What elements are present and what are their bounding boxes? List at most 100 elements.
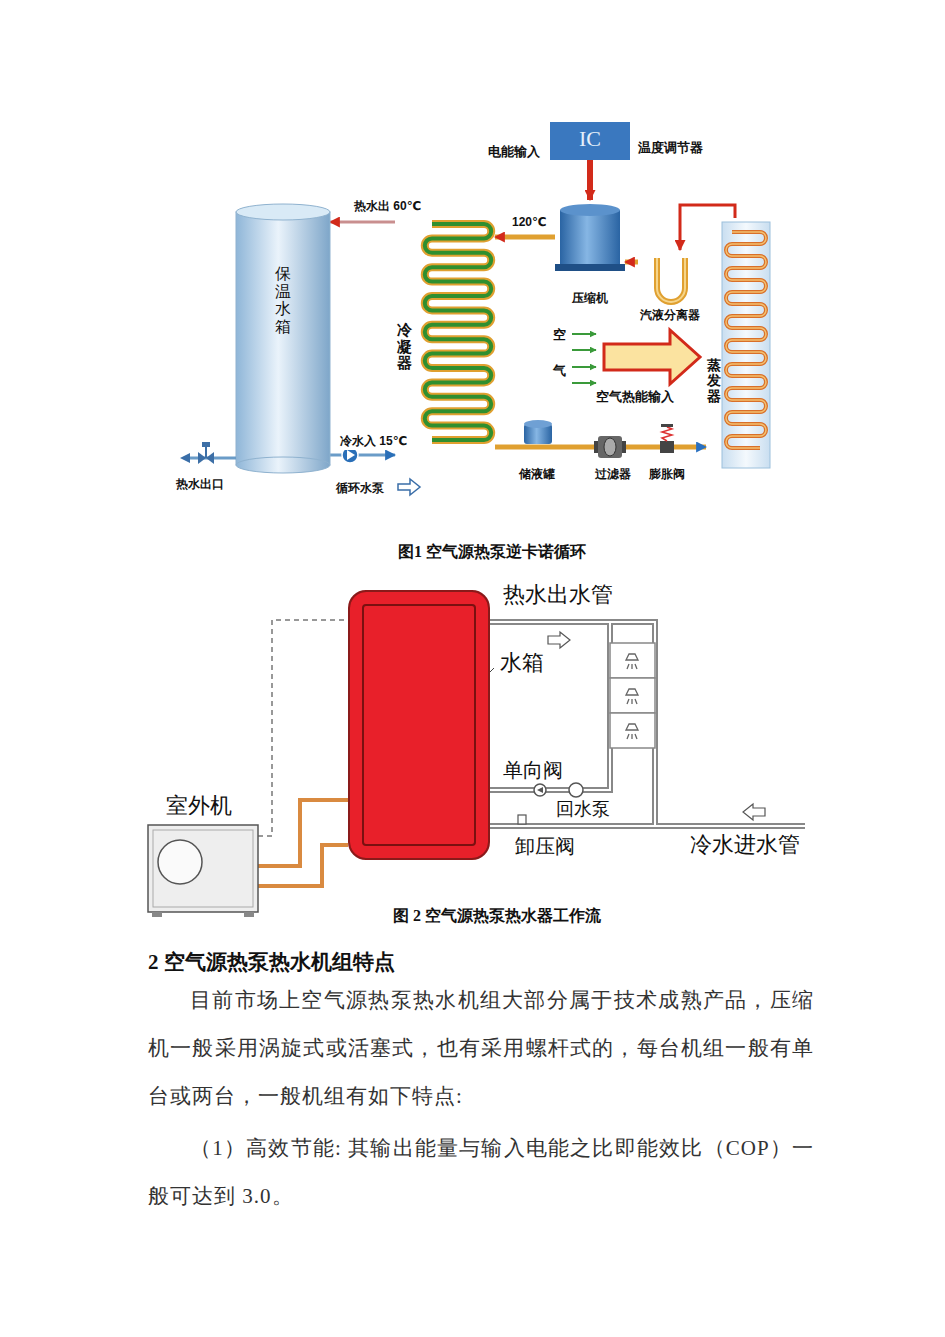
art-shape bbox=[572, 382, 596, 384]
pipe-connector bbox=[495, 445, 512, 450]
art-shape bbox=[598, 436, 622, 458]
art-shape bbox=[569, 783, 583, 797]
outdoor-unit bbox=[148, 825, 258, 917]
art-shape bbox=[236, 457, 330, 473]
part-label: 单向阀 bbox=[503, 757, 563, 784]
art-shape bbox=[626, 724, 638, 739]
art-shape bbox=[152, 912, 162, 917]
node-label: 室外机 bbox=[166, 791, 232, 821]
art-shape bbox=[657, 258, 685, 302]
caption-text: 图1 空气源热泵逆卡诺循环 bbox=[398, 542, 586, 563]
condenser-coil bbox=[425, 224, 491, 440]
art-shape bbox=[148, 825, 258, 912]
evaporator-coil bbox=[726, 232, 766, 448]
art-shape bbox=[153, 830, 253, 907]
part-label: 回水泵 bbox=[556, 797, 610, 821]
art-shape bbox=[622, 441, 626, 453]
art-shape bbox=[604, 438, 616, 456]
art-shape bbox=[205, 446, 207, 458]
edge-label: 热水出 60℃ bbox=[352, 198, 423, 215]
node-label: IC bbox=[550, 126, 630, 152]
air-arrows bbox=[572, 330, 700, 384]
art-shape bbox=[534, 784, 546, 796]
caption-text: 2 空气源热泵热水机组特点 bbox=[148, 948, 395, 976]
art-shape bbox=[524, 420, 552, 428]
pipe-connector bbox=[587, 160, 593, 200]
node-label: 储液罐 bbox=[512, 466, 562, 483]
filter-box: 过滤器 bbox=[585, 420, 640, 482]
art-shape bbox=[743, 804, 765, 820]
valve-box: 膨胀阀 bbox=[645, 420, 688, 482]
pipe-connector bbox=[330, 454, 395, 457]
separator-symbol bbox=[657, 258, 685, 302]
edge-label: 冷水入 15℃ bbox=[338, 433, 409, 450]
art-shape bbox=[604, 330, 700, 384]
receiver-symbol bbox=[524, 420, 552, 444]
filter-symbol bbox=[594, 436, 626, 458]
evaporator-coil bbox=[726, 232, 766, 448]
part-label: 温度调节器 bbox=[638, 139, 703, 157]
node-label: 蒸发器 bbox=[707, 358, 721, 404]
art-shape bbox=[661, 424, 673, 427]
art-shape bbox=[518, 815, 526, 824]
node-label: 保温水箱 bbox=[275, 265, 291, 335]
node-label: 膨胀阀 bbox=[645, 466, 688, 483]
controller-box: IC bbox=[550, 122, 630, 160]
node-label: 水箱 bbox=[500, 648, 544, 678]
art-shape bbox=[560, 210, 620, 266]
water-tank-box: 水箱 bbox=[348, 590, 490, 860]
flow-arrows bbox=[548, 632, 765, 820]
art-shape bbox=[158, 840, 202, 884]
evaporator-panel bbox=[722, 222, 770, 468]
part-label: 热水出水管 bbox=[503, 580, 613, 610]
hot-water-outlet bbox=[180, 442, 236, 464]
art-shape bbox=[572, 366, 596, 368]
art-shape bbox=[398, 479, 420, 495]
part-label: 电能输入 bbox=[488, 143, 540, 161]
part-label: 循环水泵 bbox=[336, 480, 384, 497]
separator-box: 汽液分离器 bbox=[638, 250, 702, 322]
art-shape bbox=[660, 441, 674, 453]
pipe-connector bbox=[258, 845, 348, 886]
caption-text: 图 2 空气源热泵热水器工作流 bbox=[393, 906, 601, 927]
art-shape bbox=[626, 654, 638, 669]
pipe-connector bbox=[640, 445, 645, 450]
art-shape bbox=[347, 450, 355, 460]
art-shape bbox=[236, 212, 330, 465]
art-shape bbox=[610, 713, 655, 748]
art-shape bbox=[555, 264, 625, 271]
pipe-connector bbox=[625, 260, 638, 265]
art-shape bbox=[198, 452, 206, 464]
pipe-connector bbox=[688, 445, 706, 450]
art-shape bbox=[572, 349, 596, 351]
body-paragraph: （1）高效节能: 其输出能量与输入电能之比即能效比（COP）一般可达到 3.0。 bbox=[148, 1124, 814, 1220]
part-label: 热水出口 bbox=[176, 476, 224, 493]
art-shape bbox=[490, 622, 610, 790]
node-label: 冷凝器 bbox=[397, 322, 412, 372]
node-label: 过滤器 bbox=[585, 466, 640, 483]
art-shape bbox=[490, 825, 805, 827]
pipe-connector bbox=[495, 235, 555, 240]
expansion-valve-symbol bbox=[660, 424, 674, 453]
art-shape bbox=[244, 912, 254, 917]
art-shape bbox=[610, 678, 655, 713]
art-shape bbox=[610, 643, 655, 678]
node-label: 汽液分离器 bbox=[638, 307, 702, 324]
part-label: 冷水进水管 bbox=[690, 830, 800, 860]
shower-units bbox=[610, 643, 655, 748]
pipe-connector bbox=[562, 445, 585, 450]
condenser-coil bbox=[425, 224, 491, 440]
art-shape bbox=[236, 204, 330, 220]
pipe-connector bbox=[330, 221, 395, 224]
coil-group bbox=[425, 224, 491, 440]
art-shape bbox=[206, 452, 214, 464]
part-label: 空 bbox=[553, 326, 566, 344]
art-shape bbox=[572, 333, 596, 335]
art-shape bbox=[626, 689, 638, 704]
art-shape bbox=[490, 622, 655, 826]
body-paragraph: 目前市场上空气源热泵热水机组大部分属于技术成熟产品，压缩机一般采用涡旋式或活塞式… bbox=[148, 976, 814, 1120]
condenser-box: 冷凝器 bbox=[395, 212, 495, 462]
storage-tank-box: 保温水箱 bbox=[236, 205, 330, 473]
art-shape bbox=[490, 823, 805, 829]
